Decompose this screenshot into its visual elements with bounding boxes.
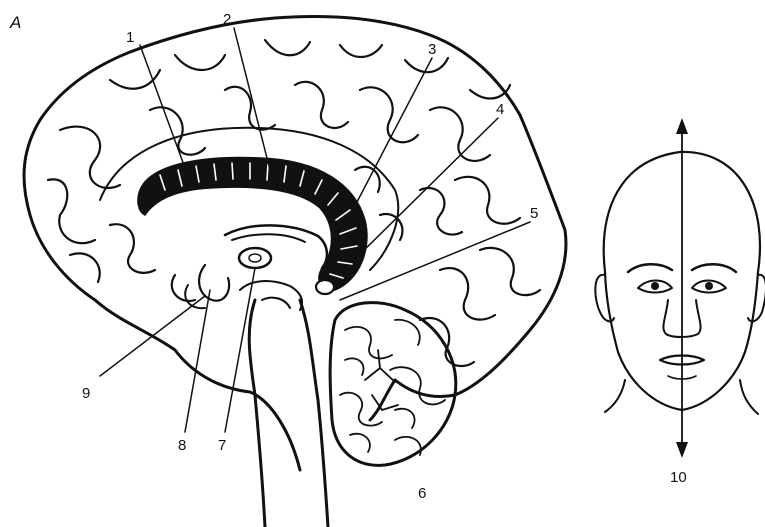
right-eye	[692, 281, 726, 293]
head-front-view	[595, 118, 765, 458]
callout-label-2: 2	[223, 11, 231, 28]
brain-sagittal-section	[24, 17, 566, 527]
panel-label: А	[9, 13, 21, 32]
pineal-body	[316, 280, 334, 294]
fornix-inner-line	[232, 234, 305, 242]
corpus-callosum	[138, 157, 367, 290]
callout-label-8: 8	[178, 437, 186, 454]
cerebral-aqueduct	[262, 298, 290, 308]
left-eyebrow	[628, 264, 672, 272]
gyri-convolutions	[48, 40, 540, 366]
callout-label-5: 5	[530, 205, 538, 222]
optic-chiasm	[185, 285, 205, 308]
left-eye	[638, 281, 672, 293]
callout-label-7: 7	[218, 437, 226, 454]
hypothalamus-region	[199, 265, 229, 301]
axis-arrowhead-bottom	[676, 442, 688, 458]
thalamus	[239, 248, 271, 268]
callout-label-10: 10	[670, 469, 687, 486]
callout-label-4: 4	[496, 101, 504, 118]
callout-label-9: 9	[82, 385, 90, 402]
callout-label-3: 3	[428, 41, 436, 58]
right-eyebrow	[692, 264, 736, 272]
brainstem	[249, 300, 265, 527]
brainstem-posterior-edge	[300, 300, 328, 527]
callout-label-1: 1	[126, 29, 134, 46]
axis-arrowhead-top	[676, 118, 688, 134]
callout-label-6: 6	[418, 485, 426, 502]
